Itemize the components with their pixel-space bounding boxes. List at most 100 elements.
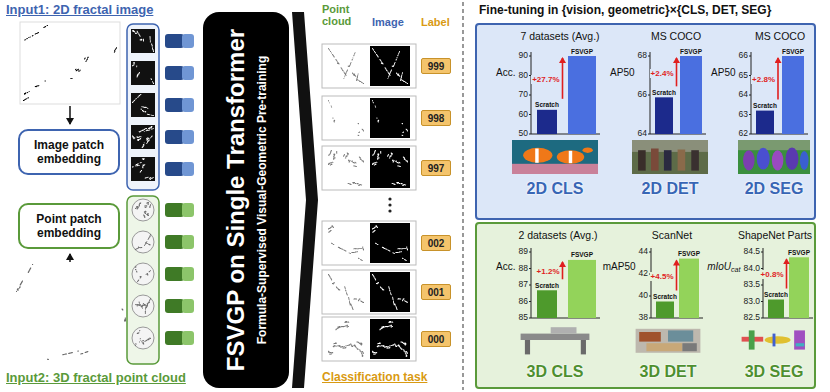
row-image: [370, 46, 410, 86]
tick-mark: [529, 134, 531, 135]
point-token: [165, 203, 184, 217]
tick-label: 60: [519, 110, 528, 120]
task-label: 2D SEG: [745, 180, 804, 198]
thumbnail-shape: [646, 343, 682, 351]
tick-label: 64: [739, 90, 748, 100]
bar-label: Scratch: [535, 101, 559, 108]
class-label-box: 001: [421, 284, 451, 300]
point-token: [182, 235, 194, 249]
bar-label: FSVGP: [680, 48, 702, 55]
tick-label: 66: [638, 90, 647, 100]
point-token: [165, 235, 184, 249]
point-patch-cloud: [135, 234, 151, 250]
gain-arrow: [676, 58, 678, 86]
transformer-box: FSVGP on Single TransformerFormula-Super…: [203, 12, 289, 388]
row-image-fractal: [372, 225, 408, 261]
thumbnail-shape: [786, 147, 799, 169]
y-axis: [650, 52, 651, 134]
arrow: [69, 106, 71, 124]
column-header: Label: [421, 16, 450, 29]
bar-label: Scratch: [652, 89, 676, 96]
axis-title: AP50: [610, 67, 634, 79]
image-patch-fractal: [132, 158, 154, 180]
chevron-arrow: [292, 12, 318, 388]
class-label-box: 002: [421, 235, 451, 251]
axis-subscript: cat: [731, 266, 740, 274]
bar-label: Scratch: [653, 293, 677, 300]
y-axis: [651, 248, 652, 318]
fsvgp-bar: [568, 56, 596, 134]
y-axis: [763, 248, 764, 318]
thumbnail-shape: [551, 327, 577, 333]
thumbnail-shape: [569, 151, 572, 163]
ellipsis-dot: [388, 203, 391, 206]
class-label-box: 999: [421, 58, 451, 74]
task-thumbnail: [632, 140, 708, 174]
row-image: [370, 272, 410, 312]
tick-mark: [529, 318, 531, 319]
tick-mark: [649, 252, 651, 253]
gain-arrow: [777, 58, 779, 100]
tick-mark: [761, 252, 763, 253]
task-label: 3D CLS: [527, 363, 584, 381]
sample-row: [322, 317, 416, 361]
class-label-box: 998: [421, 110, 451, 126]
point-patch: [132, 231, 154, 253]
scratch-bar: [656, 302, 674, 319]
thumbnail-shape: [738, 140, 810, 150]
thumbnail-shape: [794, 330, 805, 349]
gain-label: +2.8%: [751, 75, 776, 84]
fsvgp-bar: [568, 260, 596, 318]
image-patch: [131, 61, 155, 85]
input-title: Input1: 2D fractal image: [6, 3, 153, 18]
class-label: 999: [428, 61, 445, 72]
image-patch: [131, 29, 155, 53]
tick-mark: [529, 56, 531, 57]
point-token: [182, 203, 194, 217]
class-label: 997: [428, 163, 445, 174]
sample-row: [322, 96, 416, 140]
axis-title: Acc.: [496, 261, 515, 273]
fractal-image: [23, 25, 117, 101]
image-token: [165, 130, 184, 144]
image-token: [165, 66, 184, 80]
thumbnail-shape: [583, 147, 593, 152]
thumbnail-shape: [512, 164, 598, 174]
tick-label: 82.5: [743, 313, 760, 323]
scratch-bar: [756, 111, 774, 134]
y-axis: [531, 52, 532, 134]
tick-label: 83.0: [743, 297, 760, 307]
thumbnail-shape: [636, 329, 701, 353]
tick-mark: [749, 95, 751, 96]
image-patch-column: [127, 24, 159, 190]
rotated-text-frame: FSVGP on Single TransformerFormula-Super…: [203, 20, 289, 380]
gain-label: +27.7%: [531, 75, 560, 84]
column-header: Image: [372, 16, 404, 29]
row-point-cloud: [328, 150, 364, 186]
thumbnail-shape: [796, 343, 805, 346]
row-point-cloud: [328, 274, 364, 310]
thumbnail-shape: [691, 150, 699, 170]
section-title: Fine-tuning in {vision, geometric}×{CLS,…: [479, 4, 771, 18]
tick-mark: [529, 285, 531, 286]
embedding-box: Image patch embedding: [18, 129, 120, 175]
thumbnail-shape: [521, 334, 590, 340]
ellipsis-dot: [388, 209, 391, 212]
row-image: [370, 223, 410, 263]
chart-title: 2 datasets (Avg.): [518, 229, 597, 241]
scratch-bar: [537, 110, 557, 134]
tick-mark: [529, 268, 531, 269]
row-image-fractal: [372, 48, 408, 84]
image-token: [165, 162, 184, 176]
gain-label: +2.4%: [650, 69, 675, 78]
class-label-box: 997: [421, 160, 451, 176]
row-image: [370, 319, 410, 359]
axis-title: AP50: [711, 67, 735, 79]
transformer-title: FSVGP on Single Transformer: [222, 29, 251, 371]
gain-label: +1.2%: [536, 267, 561, 276]
sample-row: [322, 221, 416, 265]
axis-title: Acc.: [496, 67, 515, 79]
row-point-cloud: [328, 321, 364, 357]
image-token: [182, 98, 194, 112]
image-token: [182, 130, 194, 144]
